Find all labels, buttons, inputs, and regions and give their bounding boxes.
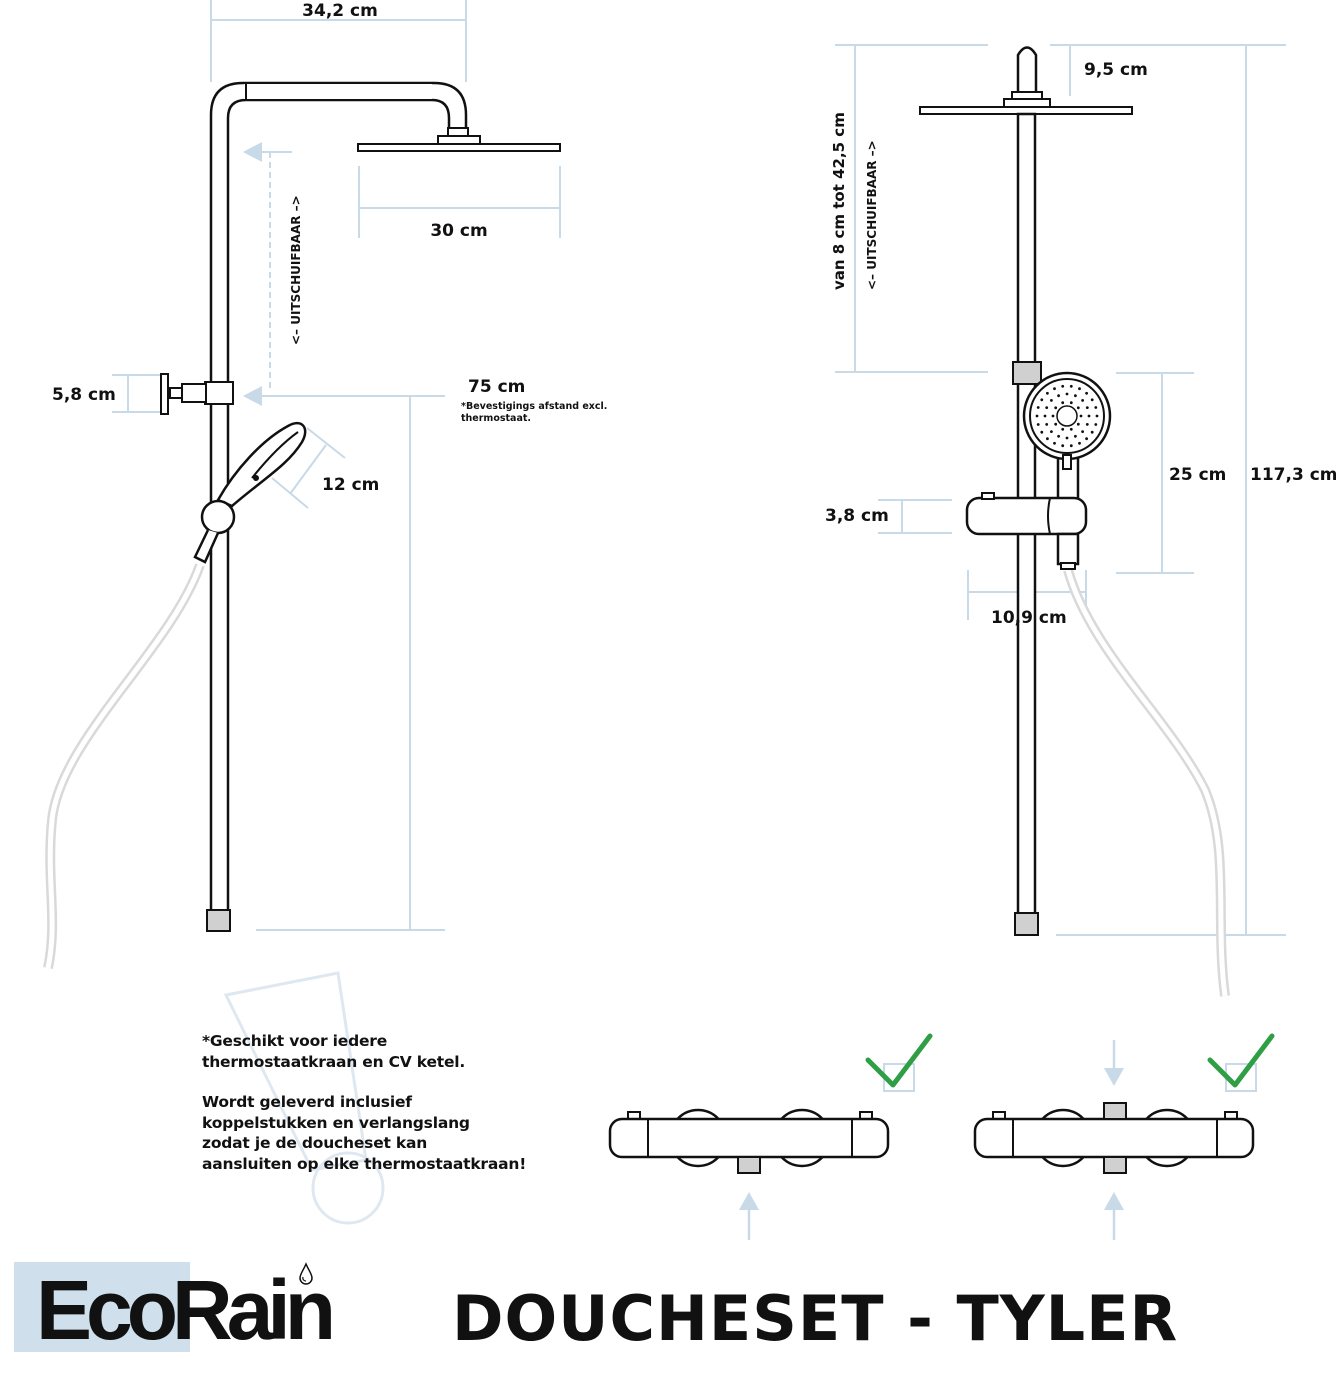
logo-box [14, 1262, 190, 1352]
spray-nozzle [1046, 437, 1049, 441]
label-hand-height: 25 cm [1169, 465, 1226, 485]
spray-nozzle [1094, 406, 1098, 409]
note-line-1: *Geschikt voor iedere [202, 1032, 388, 1050]
note-line-3: Wordt geleverd inclusief [202, 1093, 412, 1111]
spray-nozzle [1085, 406, 1089, 409]
note-line-5: zodat je de doucheset kan [202, 1134, 428, 1152]
spray-nozzle [1078, 387, 1081, 391]
spray-nozzle [1045, 423, 1049, 426]
spray-nozzle [1061, 401, 1065, 405]
watermark-shape [223, 971, 385, 1225]
label-fix-note-2: thermostaat. [461, 413, 531, 424]
spray-nozzle [1076, 422, 1080, 426]
spray-nozzle [1061, 427, 1065, 431]
spray-nozzle [1074, 394, 1077, 398]
spray-nozzle [1040, 398, 1044, 402]
spray-nozzle [1081, 430, 1084, 433]
side-wall-flange [160, 373, 169, 415]
spray-nozzle [1094, 423, 1098, 426]
label-fix-note-1: *Bevestigings afstand excl. [461, 401, 607, 412]
check-icon [1207, 1033, 1275, 1088]
spray-nozzle [1053, 387, 1056, 391]
spray-nozzle [1069, 444, 1073, 448]
label-valve-width: 10,9 cm [991, 608, 1067, 628]
spray-nozzle [1054, 422, 1058, 426]
label-range: van 8 cm tot 42,5 cm [830, 112, 848, 290]
label-head-height: 9,5 cm [1084, 60, 1148, 80]
label-head-width: 30 cm [430, 221, 487, 241]
spray-nozzle [1053, 441, 1056, 445]
spray-nozzle [1036, 423, 1040, 426]
spray-nozzle [1057, 434, 1060, 438]
label-side-slide: <– UITSCHUIFBAAR –> [289, 195, 303, 345]
spray-nozzle [1065, 436, 1069, 440]
label-hand-width: 12 cm [322, 475, 379, 495]
spray-nozzle [1051, 414, 1055, 418]
spray-nozzle [1050, 430, 1053, 433]
spray-nozzle [1087, 414, 1091, 418]
label-total-height: 117,3 cm [1250, 465, 1336, 485]
side-hand-holder [200, 499, 236, 535]
front-holder [965, 496, 1088, 536]
spray-center-ring [1056, 405, 1078, 427]
thermostat-option-center [973, 1033, 1275, 1240]
front-view: 9,5 cm van 8 cm tot 42,5 cm <– UITSCHUIF… [825, 44, 1336, 997]
spray-nozzle [1040, 430, 1044, 434]
compatibility-note: *Geschikt voor iedere thermostaatkraan e… [202, 1031, 582, 1194]
spray-nozzle [1095, 414, 1099, 418]
dim-34-2 [210, 0, 467, 82]
spray-nozzle [1036, 406, 1040, 409]
side-head-plate [357, 143, 561, 152]
label-front-slide: <– UITSCHUIFBAAR –> [865, 140, 879, 290]
spray-nozzle [1050, 399, 1053, 402]
spray-nozzle [1085, 423, 1089, 426]
spray-nozzle [1069, 384, 1073, 388]
spray-nozzle [1090, 430, 1094, 434]
spray-nozzle [1054, 406, 1058, 410]
thermostat-option-bottom [608, 1033, 933, 1240]
spray-nozzle [1057, 394, 1060, 398]
side-riser-pipe [209, 81, 468, 910]
note-line-6: aansluiten op elke thermostaatkraan! [202, 1154, 527, 1173]
spray-nozzle [1061, 384, 1065, 388]
spray-nozzle [1043, 414, 1047, 418]
spray-nozzle [1085, 391, 1088, 395]
spray-nozzle [1085, 437, 1088, 441]
side-view: 34,2 cm 30 cm <– UITSCHUIFBAAR –> [43, 0, 607, 970]
spray-nozzle [1076, 406, 1080, 410]
spray-nozzle [1046, 391, 1049, 395]
spray-nozzle [1079, 414, 1083, 418]
spray-nozzle [1035, 414, 1039, 418]
ecorain-logo: EcoRain [14, 1262, 376, 1354]
spray-nozzle [1065, 392, 1069, 396]
logo-text: EcoRain [36, 1263, 336, 1357]
spray-nozzle [1069, 427, 1073, 431]
spray-nozzle [1045, 406, 1049, 409]
label-wall-depth: 5,8 cm [52, 385, 116, 405]
check-icon [865, 1033, 933, 1088]
spray-nozzle [1061, 444, 1065, 448]
note-line-2: thermostaatkraan en CV ketel. [202, 1052, 466, 1071]
label-width-top: 34,2 cm [302, 1, 378, 21]
product-title: DOUCHESET - TYLER [452, 1282, 1179, 1355]
spray-nozzle [1069, 401, 1073, 405]
note-line-4: koppelstukken en verlangslang [202, 1113, 470, 1132]
spray-nozzle [1090, 398, 1094, 402]
spray-nozzle [1081, 399, 1084, 402]
label-valve-height: 3,8 cm [825, 506, 889, 526]
spray-nozzle [1078, 441, 1081, 445]
label-fix-distance: 75 cm [468, 377, 525, 397]
water-drop-icon [299, 1262, 313, 1285]
spray-nozzle [1074, 434, 1077, 438]
